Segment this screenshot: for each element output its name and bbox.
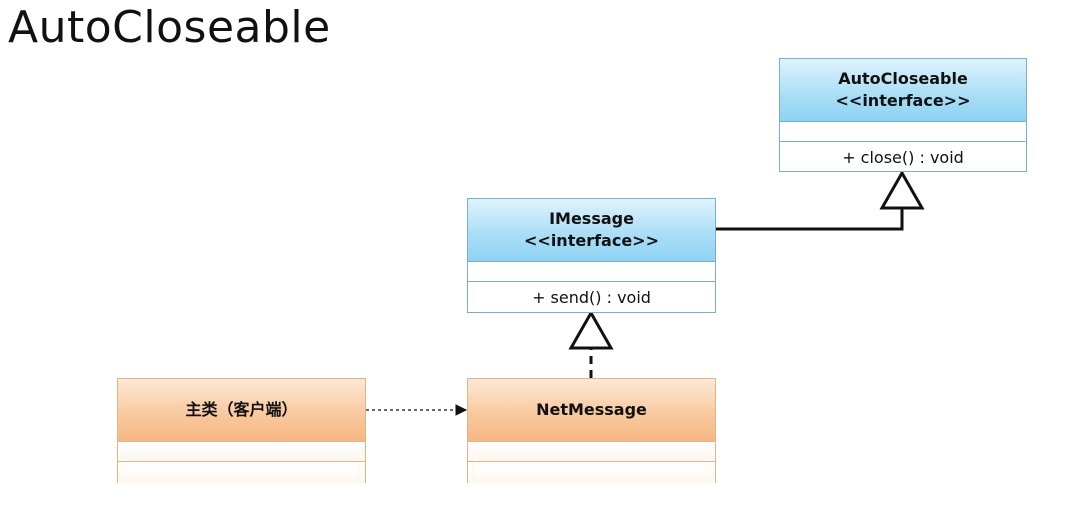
- class-header-imessage: IMessage <<interface>>: [468, 199, 715, 261]
- class-name-netmessage: NetMessage: [536, 400, 647, 419]
- class-box-autocloseable[interactable]: AutoCloseable <<interface>> + close() : …: [779, 58, 1027, 172]
- class-stereotype-autocloseable: <<interface>>: [835, 91, 971, 110]
- dependency-arrowhead-netmessage: [455, 404, 468, 416]
- class-attributes-main-client: [118, 441, 365, 462]
- page-title: AutoCloseable: [8, 2, 331, 53]
- class-attributes-autocloseable: [780, 121, 1026, 142]
- class-header-autocloseable: AutoCloseable <<interface>>: [780, 59, 1026, 121]
- generalization-arrowhead-autocloseable: [879, 169, 925, 210]
- class-attributes-netmessage: [468, 441, 715, 462]
- class-operations-main-client: [118, 461, 365, 483]
- class-name-imessage: IMessage: [549, 209, 634, 228]
- class-operations-imessage: + send() : void: [468, 281, 715, 313]
- class-header-netmessage: NetMessage: [468, 379, 715, 441]
- class-attributes-imessage: [468, 261, 715, 282]
- class-stereotype-imessage: <<interface>>: [524, 231, 659, 250]
- class-name-autocloseable: AutoCloseable: [838, 69, 968, 88]
- class-operations-autocloseable: + close() : void: [780, 141, 1026, 172]
- realization-arrowhead-imessage: [568, 309, 614, 350]
- class-box-netmessage[interactable]: NetMessage: [467, 378, 716, 483]
- class-name-main-client: 主类（客户端）: [185, 400, 298, 419]
- generalization-line-imessage-autocloseable: [716, 208, 904, 231]
- class-header-main-client: 主类（客户端）: [118, 379, 365, 441]
- class-operations-netmessage: [468, 461, 715, 483]
- class-box-main-client[interactable]: 主类（客户端）: [117, 378, 366, 483]
- class-box-imessage[interactable]: IMessage <<interface>> + send() : void: [467, 198, 716, 313]
